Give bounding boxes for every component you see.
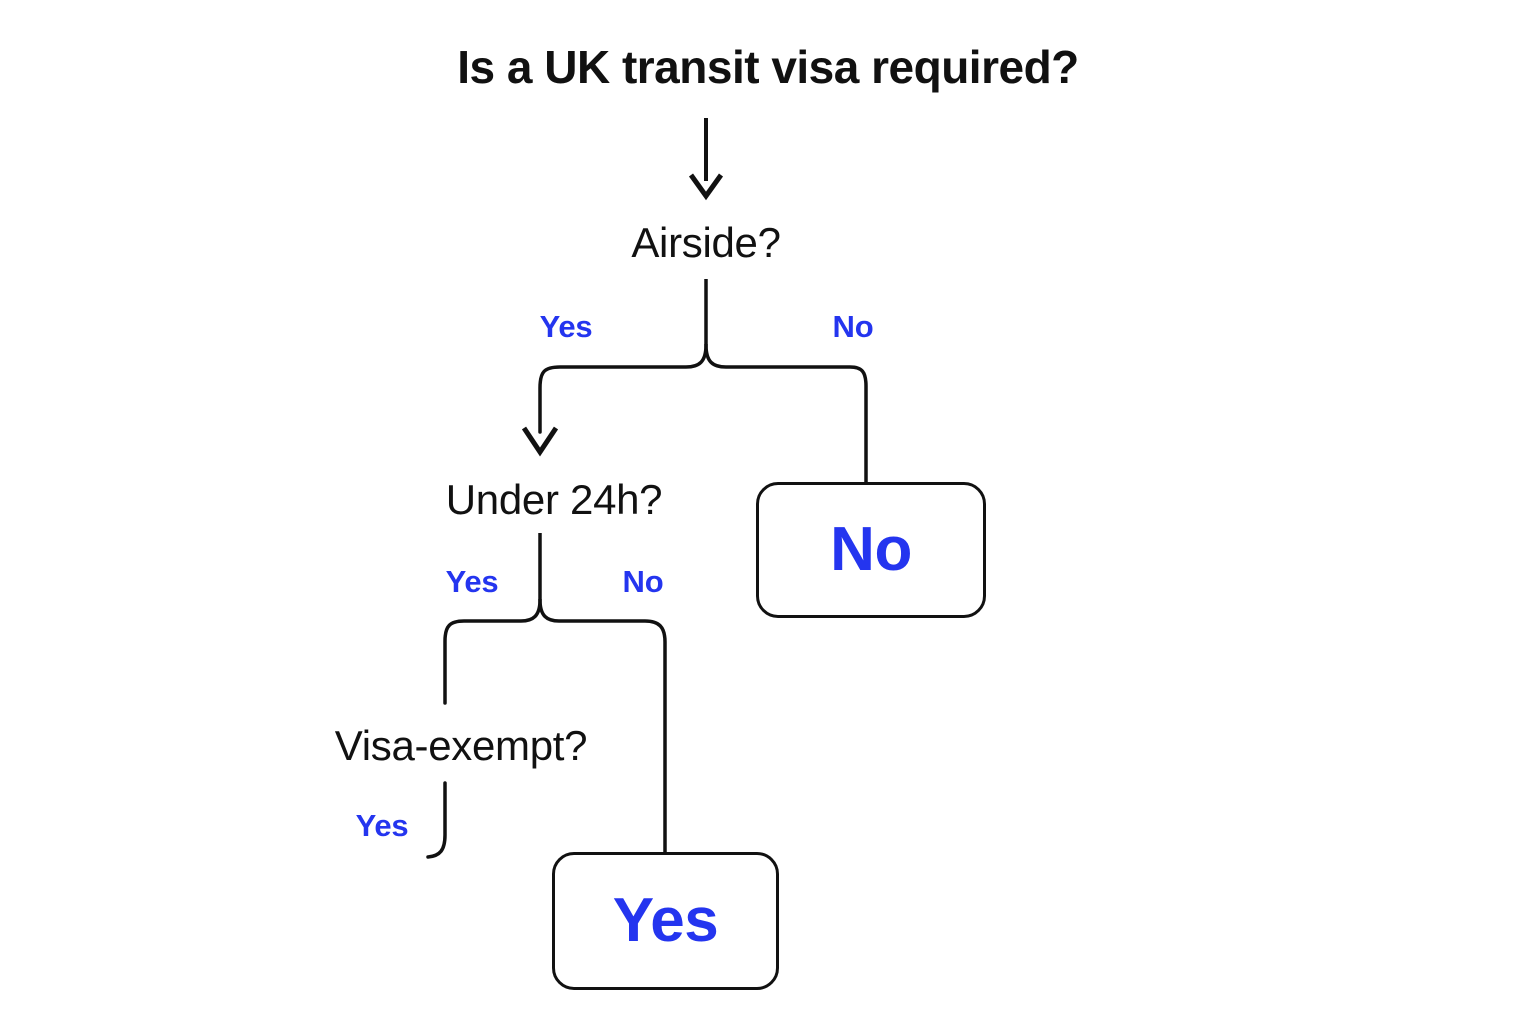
edge-visaexempt-yes-stub xyxy=(426,781,447,859)
terminal-node-yes-label: Yes xyxy=(612,886,719,955)
edge-label-under24h-no: No xyxy=(622,564,664,599)
edge-label-visa-exempt-yes: Yes xyxy=(355,808,409,843)
decision-node-airside[interactable]: Airside? xyxy=(631,219,781,266)
edge-under24h-split xyxy=(443,533,667,854)
edge-title-to-airside xyxy=(688,118,724,201)
terminal-node-no-label: No xyxy=(830,515,912,584)
terminal-node-yes[interactable]: Yes xyxy=(552,852,779,990)
edge-airside-split xyxy=(521,279,868,484)
edge-label-under24h-yes: Yes xyxy=(445,564,499,599)
flowchart-title: Is a UK transit visa required? xyxy=(457,41,1079,93)
decision-node-visa-exempt[interactable]: Visa-exempt? xyxy=(334,722,588,769)
edge-label-airside-no: No xyxy=(832,309,874,344)
edge-label-airside-yes: Yes xyxy=(539,309,593,344)
decision-node-under-24h[interactable]: Under 24h? xyxy=(445,476,663,523)
terminal-node-no[interactable]: No xyxy=(756,482,986,618)
